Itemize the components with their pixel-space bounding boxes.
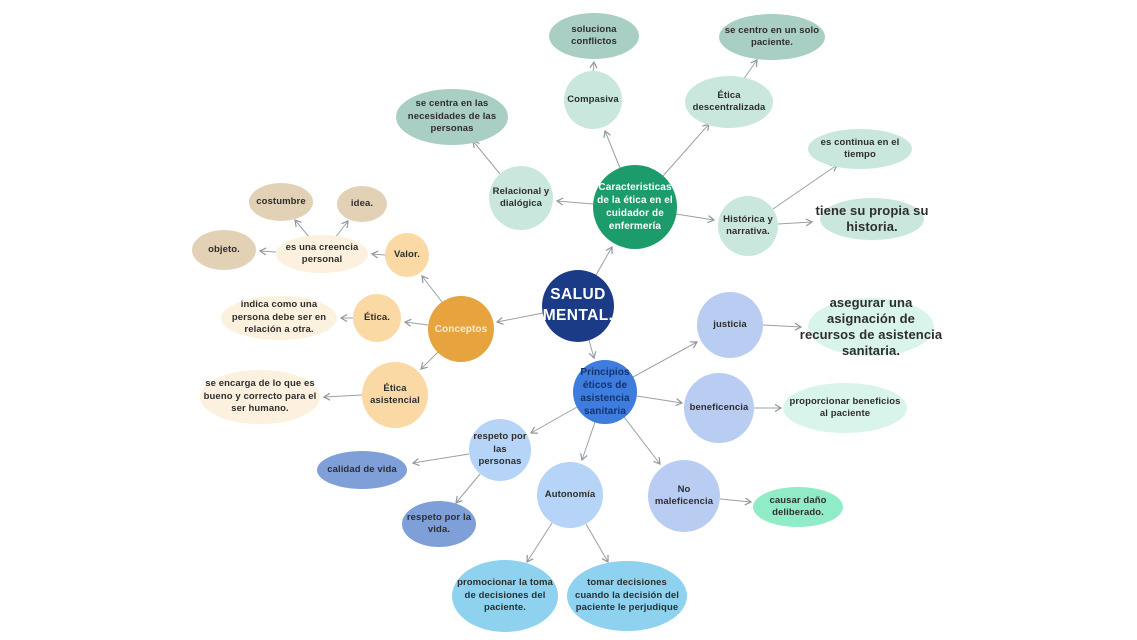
connector [555,197,594,206]
node-autonomia[interactable]: Autonomía [537,462,603,528]
connector [675,213,716,224]
node-etica-descentralizada[interactable]: Ética descentralizada [685,76,773,128]
node-no-maleficencia[interactable]: No maleficencia [648,460,720,532]
node-se-centro-paciente[interactable]: se centro en un solo paciente. [719,14,825,60]
connector [662,123,710,177]
node-se-encarga[interactable]: se encarga de lo que es bueno y correcto… [200,370,320,424]
node-compasiva[interactable]: Compasiva [564,71,622,129]
connector [632,341,699,378]
node-promocionar[interactable]: promocionar la toma de decisiones del pa… [452,560,558,632]
node-se-centra-necesidades[interactable]: se centra en las necesidades de las pers… [396,89,508,145]
connector [526,522,553,564]
node-indica-como[interactable]: indica como una persona debe ser en rela… [221,296,337,340]
node-beneficencia[interactable]: beneficencia [684,373,754,443]
node-soluciona-conflictos[interactable]: soluciona conflictos [549,13,639,59]
node-salud-mental[interactable]: SALUD MENTAL. [542,270,614,342]
connector [294,219,310,238]
node-costumbre[interactable]: costumbre [249,183,313,221]
node-tiene-su-propia[interactable]: tiene su propia su historia. [808,197,936,241]
connector [421,275,443,303]
connector [742,59,758,81]
node-justicia[interactable]: justicia [697,292,763,358]
node-relacional-dialogica[interactable]: Relacional y dialógica [489,166,553,230]
connector [595,245,613,276]
node-objeto[interactable]: objeto. [192,230,256,270]
node-valor[interactable]: Valor. [385,233,429,277]
connector [623,416,661,465]
connector [258,247,277,256]
node-proporcionar[interactable]: proporcionar beneficios al paciente [783,383,907,433]
connector [322,392,363,401]
node-principios[interactable]: Principios éticos de asistencia sanitari… [573,360,637,424]
node-respeto-personas[interactable]: respeto por las personas [469,419,531,481]
connector [472,140,501,175]
connector [603,129,621,169]
node-respeto-vida[interactable]: respeto por la vida. [402,501,476,547]
connector [585,523,609,564]
node-causar-dano[interactable]: causar daño deliberado. [753,487,843,527]
connector [762,322,803,331]
node-historica-narrativa[interactable]: Histórica y narrativa. [718,196,778,256]
connector [411,453,470,467]
node-caracteristicas[interactable]: Caracteristicas de la ética en el cuidad… [593,165,677,249]
node-etica[interactable]: Ética. [353,294,401,342]
connector [455,473,481,504]
connector [636,395,684,407]
connector [588,339,597,360]
node-conceptos[interactable]: Conceptos [428,296,494,362]
connector [719,497,753,506]
connector [420,351,439,370]
node-es-una-creencia[interactable]: es una creencia personal [276,235,368,273]
connector [772,164,838,210]
node-asegurar[interactable]: asegurar una asignación de recursos de a… [796,295,946,359]
node-tomar-decisiones[interactable]: tomar decisiones cuando la decisión del … [567,561,687,631]
connector [777,218,814,227]
connector [495,312,544,325]
node-es-continua[interactable]: es continua en el tiempo [808,129,912,169]
connector [529,406,578,434]
node-idea[interactable]: idea. [337,186,387,222]
connector [580,421,596,462]
connector [403,318,429,327]
node-calidad-vida[interactable]: calidad de vida [317,451,407,489]
connector [370,250,386,259]
node-etica-asistencial[interactable]: Ética asistencial [362,362,428,428]
